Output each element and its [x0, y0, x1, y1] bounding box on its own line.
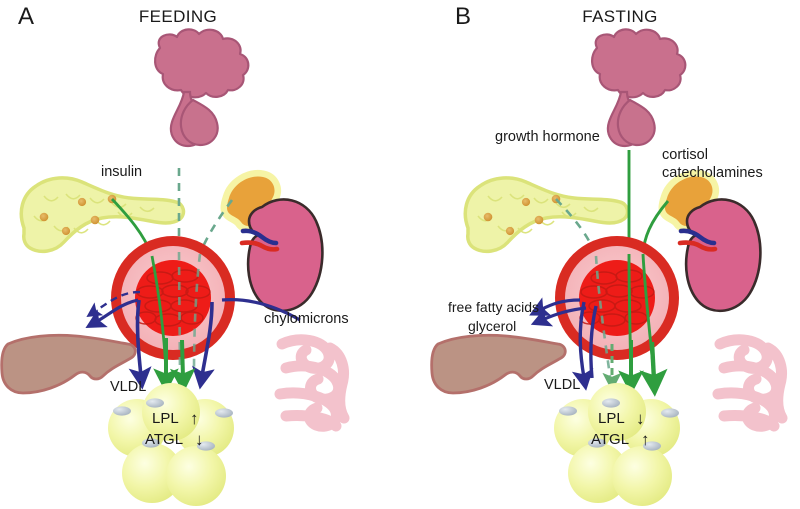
glycerol-label: glycerol — [468, 318, 516, 334]
enzyme-atgl-name: ATGL — [591, 431, 629, 448]
adipocyte-nucleus — [602, 398, 620, 408]
vldl-secondary-arrow — [589, 305, 598, 379]
liver-organ — [0, 333, 137, 395]
adipocyte-cluster — [108, 383, 234, 506]
chylomicron-inflow-arrow — [221, 298, 301, 322]
vldl-arrow — [128, 299, 152, 390]
pancreas-organ — [19, 176, 186, 254]
adipocyte-cluster — [554, 383, 680, 506]
renal-artery — [677, 240, 718, 252]
pancreas-organ — [463, 176, 630, 254]
vldl-label: VLDL — [544, 377, 580, 393]
blood-vessel — [111, 236, 235, 360]
panel-a-feeding: A FEEDING — [0, 3, 350, 506]
enzyme-lpl-name: LPL — [152, 410, 179, 427]
pancreatic-islet — [90, 215, 100, 225]
pancreatic-islet — [505, 226, 515, 236]
adipocyte-nucleus — [588, 438, 606, 448]
panel-title: FEEDING — [139, 7, 217, 26]
growth-hormone-label: growth hormone — [495, 129, 600, 145]
panel-letter: A — [18, 3, 34, 30]
enzyme-lpl-arrow: ↓ — [636, 409, 645, 428]
adipocyte-nucleus — [113, 406, 131, 416]
adipocyte — [166, 446, 226, 506]
pancreatic-islet — [534, 215, 544, 225]
adipocyte-nucleus — [559, 406, 577, 416]
adipocyte-nucleus — [197, 441, 215, 451]
adipocyte-nucleus — [661, 408, 679, 418]
adipocyte — [122, 443, 182, 503]
vldl-arrow — [571, 301, 594, 391]
enzyme-atgl-name: ATGL — [145, 431, 183, 448]
vldl-label: VLDL — [110, 379, 146, 395]
pancreatic-islet — [483, 212, 493, 222]
enzyme-atgl-arrow: ↑ — [641, 430, 650, 449]
uptake-arrow-green-right — [169, 339, 196, 394]
adipocyte-nucleus — [215, 408, 233, 418]
panel-b-fasting: B FASTING — [430, 3, 788, 506]
adipocyte-nucleus — [643, 441, 661, 451]
free-fatty-acids-label: free fatty acids — [448, 299, 539, 315]
catecholamines-label: catecholamines — [662, 165, 763, 181]
adipocyte-nucleus — [142, 438, 160, 448]
pancreatic-islet — [39, 212, 49, 222]
brain-organ — [591, 28, 687, 99]
adipocyte-nucleus — [146, 398, 164, 408]
renal-vein — [240, 228, 279, 246]
blood-vessel — [555, 236, 679, 360]
liver-uptake-dashed-arrow — [86, 290, 141, 318]
enzyme-lpl-arrow: ↑ — [190, 409, 199, 428]
panel-title: FASTING — [582, 7, 658, 26]
kidney-organ — [239, 198, 324, 313]
liver-uptake-arrow — [85, 298, 139, 329]
pancreatic-islet — [77, 197, 87, 207]
intestine-organ — [274, 334, 350, 432]
intestine-organ — [712, 334, 788, 432]
brain-organ — [154, 28, 250, 99]
renal-artery — [239, 240, 280, 252]
adrenal-signal-line — [198, 199, 234, 255]
enzyme-lpl-name: LPL — [598, 410, 625, 427]
kidney-organ — [677, 198, 762, 313]
chylomicron-delivery-arrow — [192, 301, 215, 390]
adipocyte — [588, 383, 646, 441]
pancreatic-islet — [61, 226, 71, 236]
lipolysis-arrow-green-large — [639, 341, 668, 397]
brain-line-through-vessel — [177, 251, 182, 373]
renal-vein — [678, 228, 717, 246]
adipocyte — [612, 446, 672, 506]
insulin-line-through-vessel — [594, 255, 612, 377]
panel-letter: B — [455, 3, 471, 30]
adipocyte — [142, 383, 200, 441]
pituitary-gland — [169, 90, 219, 148]
chylomicrons-label: chylomicrons — [264, 311, 349, 327]
cortisol-label: cortisol — [662, 147, 708, 163]
pituitary-gland — [606, 90, 656, 148]
pancreatic-islet — [521, 197, 531, 207]
liver-organ — [430, 333, 567, 395]
adipocyte — [568, 443, 628, 503]
insulin-label: insulin — [101, 164, 142, 180]
enzyme-atgl-arrow: ↓ — [195, 430, 204, 449]
